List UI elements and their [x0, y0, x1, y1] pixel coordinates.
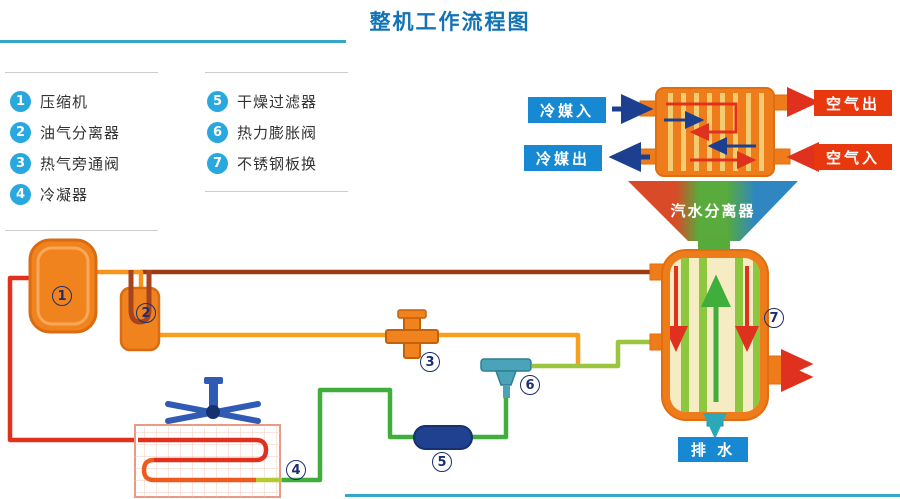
- legend-badge-6: 6: [207, 121, 228, 143]
- liquid-pipe-green: [282, 387, 509, 483]
- separator-funnel: [628, 181, 798, 241]
- label-separator: 汽水分离器: [670, 202, 756, 220]
- marker-oil-separator-2: 2: [136, 303, 156, 323]
- expansion-valve-stem: [503, 385, 510, 398]
- legend-item-oil-separator: 2 油气分离器: [10, 121, 120, 143]
- drain-stub: [706, 415, 724, 427]
- legend-col1-bottom-line: [5, 230, 158, 231]
- legend-item-bypass-valve: 3 热气旁通阀: [10, 152, 120, 174]
- bypass-valve: [385, 309, 439, 359]
- divider-top-left: [0, 40, 346, 43]
- legend-col2-bottom-line: [205, 191, 348, 192]
- legend-item-compressor: 1 压缩机: [10, 90, 88, 112]
- page-title: 整机工作流程图: [369, 10, 531, 34]
- legend-badge-5: 5: [207, 90, 228, 112]
- legend-col1-top-line: [5, 72, 158, 73]
- filter-drier: [413, 425, 473, 450]
- marker-compressor-1: 1: [52, 286, 72, 306]
- evaporator-vessel: [649, 236, 783, 439]
- evaporator-feed-pipe: [532, 339, 666, 369]
- expansion-valve: [480, 358, 532, 398]
- condenser: [134, 424, 282, 498]
- legend-label-4: 冷凝器: [40, 185, 89, 204]
- bypass-valve-cap: [397, 309, 427, 319]
- hx-internals: [664, 93, 764, 171]
- fan-hub: [206, 405, 220, 419]
- condenser-coil: [138, 437, 282, 483]
- legend-label-6: 热力膨胀阀: [237, 123, 318, 142]
- marker-expansion-valve-6: 6: [520, 375, 540, 395]
- expansion-valve-body: [494, 370, 518, 386]
- legend-label-7: 不锈钢板换: [237, 154, 318, 173]
- bypass-valve-bar: [385, 329, 439, 344]
- expansion-valve-bar: [480, 358, 532, 372]
- divider-bottom-right: [345, 494, 900, 497]
- legend-badge-3: 3: [10, 152, 31, 174]
- compressor-to-separator-pipe: [96, 269, 144, 292]
- compressor-highlight: [36, 246, 90, 326]
- legend-item-filter-drier: 5 干燥过滤器: [207, 90, 317, 112]
- marker-filter-drier-5: 5: [432, 452, 452, 472]
- legend-label-3: 热气旁通阀: [40, 154, 121, 173]
- vessel-internals: [670, 258, 760, 412]
- legend-badge-4: 4: [10, 183, 31, 205]
- legend-label-5: 干燥过滤器: [237, 92, 318, 111]
- legend-badge-7: 7: [207, 152, 228, 174]
- label-air-in: 空气入: [814, 144, 892, 170]
- legend-item-plate-exchanger: 7 不锈钢板换: [207, 152, 317, 174]
- label-refrigerant-out: 冷媒出: [524, 145, 602, 171]
- legend-col2-top-line: [205, 72, 348, 73]
- legend-badge-1: 1: [10, 90, 31, 112]
- legend-label-2: 油气分离器: [40, 123, 121, 142]
- label-refrigerant-in: 冷媒入: [528, 97, 606, 123]
- label-air-out: 空气出: [814, 90, 892, 116]
- fan-stem: [209, 382, 218, 410]
- hx-port-right-bottom: [772, 148, 791, 165]
- legend-item-condenser: 4 冷凝器: [10, 183, 88, 205]
- legend-item-expansion-valve: 6 热力膨胀阀: [207, 121, 317, 143]
- marker-plate-exchanger-7: 7: [764, 308, 784, 328]
- label-drain: 排 水: [678, 437, 748, 462]
- hx-port-right-top: [772, 94, 791, 111]
- discharge-pipe-red: [7, 275, 138, 443]
- fan-cap: [204, 377, 223, 384]
- legend-label-1: 压缩机: [40, 92, 89, 111]
- marker-bypass-valve-3: 3: [420, 352, 440, 372]
- marker-condenser-4: 4: [286, 460, 306, 480]
- heat-exchanger: [639, 87, 791, 177]
- pipes: [7, 269, 666, 483]
- hot-gas-bypass-pipe: [158, 332, 581, 366]
- legend-badge-2: 2: [10, 121, 31, 143]
- fan: [165, 377, 261, 424]
